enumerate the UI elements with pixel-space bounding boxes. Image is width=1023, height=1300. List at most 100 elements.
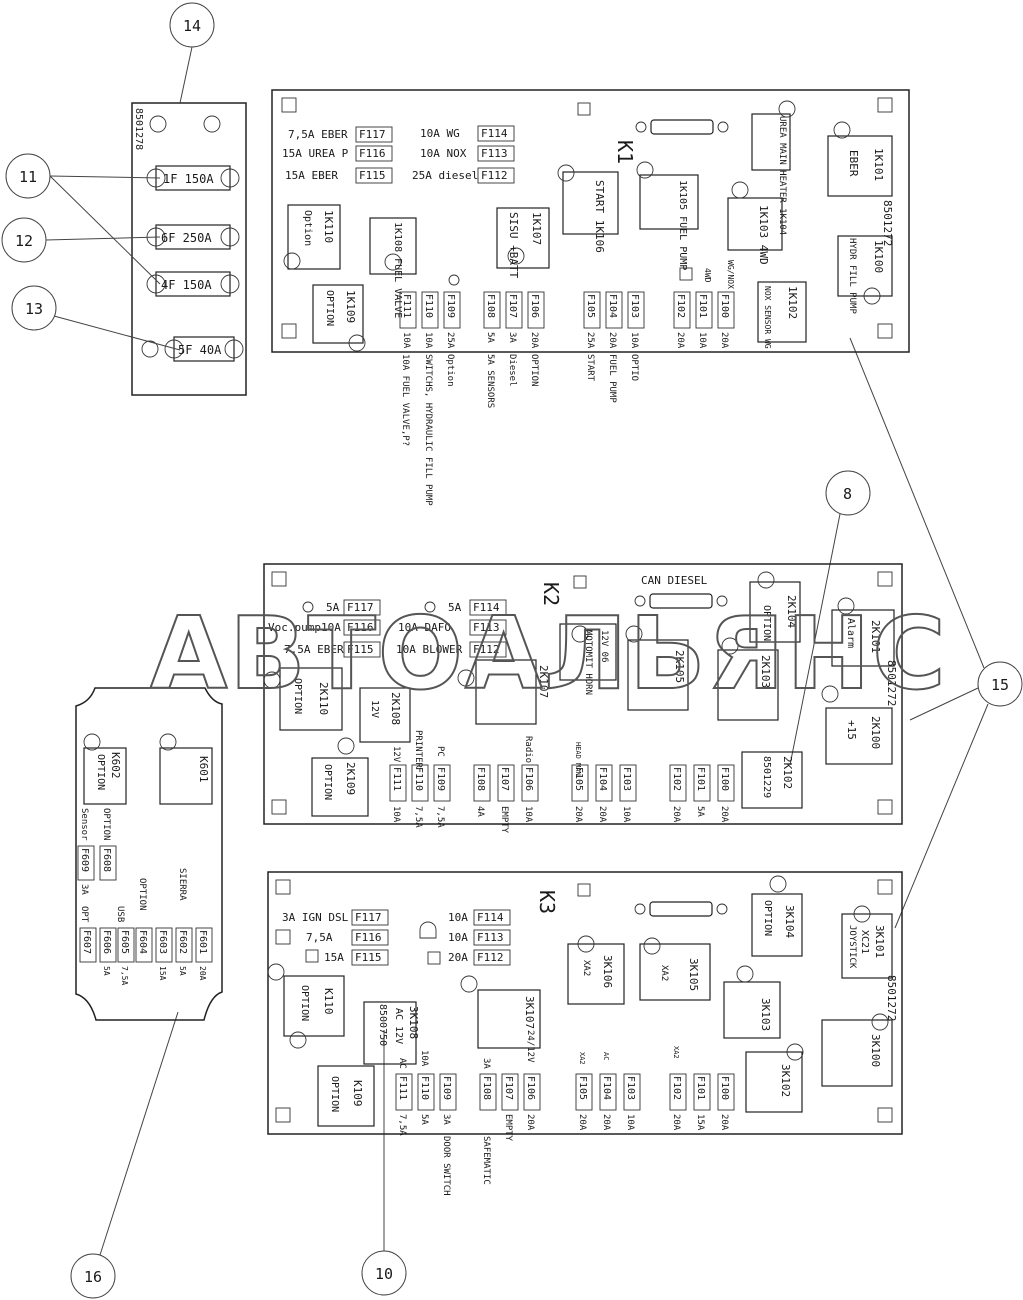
svg-text:START 1K106: START 1K106 bbox=[593, 180, 606, 253]
svg-text:OPTION: OPTION bbox=[529, 354, 539, 387]
svg-text:F105: F105 bbox=[577, 1076, 588, 1100]
svg-text:F107: F107 bbox=[503, 1076, 514, 1100]
svg-text:F100: F100 bbox=[719, 294, 730, 318]
svg-text:10A: 10A bbox=[629, 332, 639, 349]
k2-top-fuses: 5A F117 Voc.pump10A F116 7,5A EBER F115 … bbox=[268, 599, 507, 658]
svg-text:20A: 20A bbox=[675, 332, 685, 349]
svg-text:WG/NOX: WG/NOX bbox=[726, 260, 735, 289]
svg-text:10A: 10A bbox=[697, 332, 707, 349]
svg-text:10A BLOWER: 10A BLOWER bbox=[396, 643, 463, 656]
svg-text:F102: F102 bbox=[671, 767, 682, 791]
svg-text:1K108 FUEL VALVE: 1K108 FUEL VALVE bbox=[392, 222, 403, 318]
svg-text:K2: K2 bbox=[539, 582, 563, 606]
svg-text:+15: +15 bbox=[845, 720, 858, 740]
svg-text:10A: 10A bbox=[621, 806, 631, 823]
svg-text:AC: AC bbox=[397, 1058, 407, 1069]
svg-text:2K108: 2K108 bbox=[389, 692, 402, 725]
svg-text:10A: 10A bbox=[448, 911, 468, 924]
svg-text:XA2: XA2 bbox=[578, 1052, 586, 1065]
svg-text:Sensor: Sensor bbox=[79, 808, 89, 841]
svg-text:PC: PC bbox=[435, 746, 445, 757]
fuse-strip-8501278: 8501278 1F 150A 6F 250A 4F 150A 5F 40A bbox=[131, 102, 247, 396]
svg-text:7,5A: 7,5A bbox=[397, 1114, 407, 1136]
svg-text:10A DAFO: 10A DAFO bbox=[398, 621, 451, 634]
svg-text:10A NOX: 10A NOX bbox=[420, 147, 467, 160]
svg-text:10A: 10A bbox=[419, 1050, 429, 1067]
svg-text:7,5A: 7,5A bbox=[306, 931, 333, 944]
svg-text:Option: Option bbox=[302, 210, 313, 246]
svg-text:F110: F110 bbox=[423, 294, 434, 318]
svg-text:OPTION: OPTION bbox=[324, 290, 335, 326]
svg-text:1K101: 1K101 bbox=[872, 148, 885, 181]
svg-text:F114: F114 bbox=[477, 911, 504, 924]
svg-text:F605: F605 bbox=[119, 930, 130, 954]
svg-text:3A: 3A bbox=[507, 332, 517, 343]
k3-relays: 3K104 OPTION 3K101 XC21 JOYSTICK 3K106 X… bbox=[267, 875, 893, 1127]
svg-text:12V: 12V bbox=[369, 700, 380, 718]
svg-text:1F 150A: 1F 150A bbox=[163, 172, 214, 186]
svg-text:OPTION: OPTION bbox=[761, 605, 772, 641]
svg-text:F111: F111 bbox=[397, 1076, 408, 1100]
svg-text:OPT: OPT bbox=[79, 906, 89, 923]
svg-text:10: 10 bbox=[375, 1265, 393, 1283]
svg-text:6F 250A: 6F 250A bbox=[161, 231, 212, 245]
svg-text:5A: 5A bbox=[485, 332, 495, 343]
svg-text:5A: 5A bbox=[178, 966, 187, 976]
svg-text:2K101: 2K101 bbox=[869, 620, 882, 653]
k1-bottom-descriptions: 10A FUEL VALVE,P? SWITCHS, HYDRAULIC FIL… bbox=[400, 354, 639, 506]
svg-text:F115: F115 bbox=[355, 951, 382, 964]
svg-text:10A FUEL VALVE,P?: 10A FUEL VALVE,P? bbox=[400, 354, 410, 446]
svg-text:20A: 20A bbox=[577, 1114, 587, 1131]
svg-text:K110: K110 bbox=[322, 988, 335, 1015]
svg-text:F114: F114 bbox=[473, 601, 500, 614]
svg-text:START: START bbox=[585, 354, 595, 382]
svg-text:F101: F101 bbox=[697, 294, 708, 318]
svg-text:F604: F604 bbox=[137, 930, 148, 954]
svg-text:10A: 10A bbox=[391, 806, 401, 823]
svg-text:F609: F609 bbox=[79, 848, 90, 872]
svg-text:7,5A EBER: 7,5A EBER bbox=[284, 643, 344, 656]
svg-text:F111: F111 bbox=[391, 767, 402, 791]
svg-text:XC21: XC21 bbox=[859, 930, 870, 954]
svg-text:8: 8 bbox=[843, 485, 852, 503]
svg-text:F116: F116 bbox=[359, 147, 386, 160]
svg-text:5A: 5A bbox=[326, 601, 340, 614]
svg-text:OPTION: OPTION bbox=[292, 678, 303, 714]
svg-text:5A: 5A bbox=[419, 1114, 429, 1125]
strip-fuse-1F: 1F 150A bbox=[146, 165, 240, 191]
svg-text:K601: K601 bbox=[197, 756, 210, 783]
svg-text:2K105: 2K105 bbox=[673, 650, 686, 683]
svg-text:2K100: 2K100 bbox=[869, 716, 882, 749]
svg-text:20A: 20A bbox=[719, 806, 729, 823]
svg-text:3A: 3A bbox=[79, 884, 89, 895]
svg-text:F104: F104 bbox=[601, 1076, 612, 1100]
svg-text:F106: F106 bbox=[525, 1076, 536, 1100]
svg-text:1K105 FUEL PUMP: 1K105 FUEL PUMP bbox=[677, 180, 688, 270]
svg-text:5F 40A: 5F 40A bbox=[178, 343, 222, 357]
svg-text:F109: F109 bbox=[445, 294, 456, 318]
svg-text:F100: F100 bbox=[719, 767, 730, 791]
k3-top-fuses: 3A IGN DSL F117 7,5A F116 15A F115 10A F… bbox=[275, 909, 511, 966]
svg-text:OPTION: OPTION bbox=[95, 754, 106, 790]
callout-8: 8 bbox=[789, 470, 871, 766]
svg-text:F107: F107 bbox=[507, 294, 518, 318]
svg-text:F106: F106 bbox=[523, 767, 534, 791]
svg-text:3K103: 3K103 bbox=[759, 998, 772, 1031]
svg-text:7,5A EBER: 7,5A EBER bbox=[288, 128, 348, 141]
svg-text:20A: 20A bbox=[719, 332, 729, 349]
k3-side-labels: AC 10A DOOR SWITCH SAFEMATIC 24/12V XA2 … bbox=[397, 1030, 680, 1196]
svg-text:HEAD MAN: HEAD MAN bbox=[574, 742, 582, 776]
svg-text:Diesel: Diesel bbox=[507, 354, 517, 387]
k1-relays: UREA MAIN HEATER 1K104 1K101 EBER 1K105 … bbox=[283, 100, 893, 352]
svg-text:5A SENSORS: 5A SENSORS bbox=[485, 354, 495, 408]
watermark-text: АВТОАЛЬЯНС bbox=[150, 595, 948, 712]
svg-text:14: 14 bbox=[183, 17, 201, 35]
svg-text:Radio: Radio bbox=[523, 736, 533, 763]
svg-text:F103: F103 bbox=[621, 767, 632, 791]
svg-text:XA2: XA2 bbox=[581, 960, 591, 976]
svg-text:15A UREA P: 15A UREA P bbox=[282, 147, 349, 160]
svg-text:3K108: 3K108 bbox=[407, 1006, 420, 1039]
svg-text:F606: F606 bbox=[101, 930, 112, 954]
svg-text:4F 150A: 4F 150A bbox=[161, 278, 212, 292]
